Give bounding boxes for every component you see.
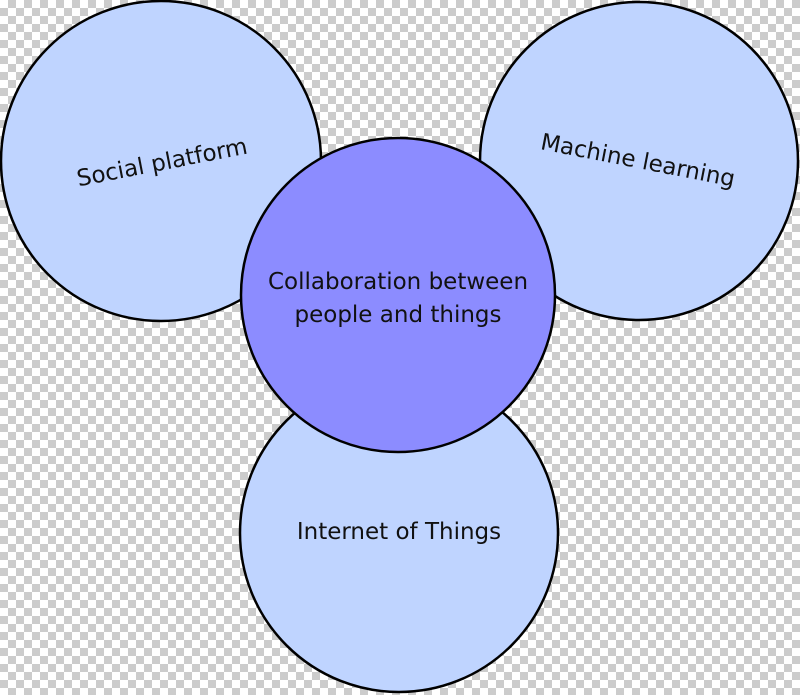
collaboration-label-line2: people and things (295, 302, 502, 328)
internet-of-things-label: Internet of Things (297, 519, 501, 545)
collaboration-label-line1: Collaboration between (268, 269, 528, 295)
collaboration-circle (239, 136, 557, 454)
